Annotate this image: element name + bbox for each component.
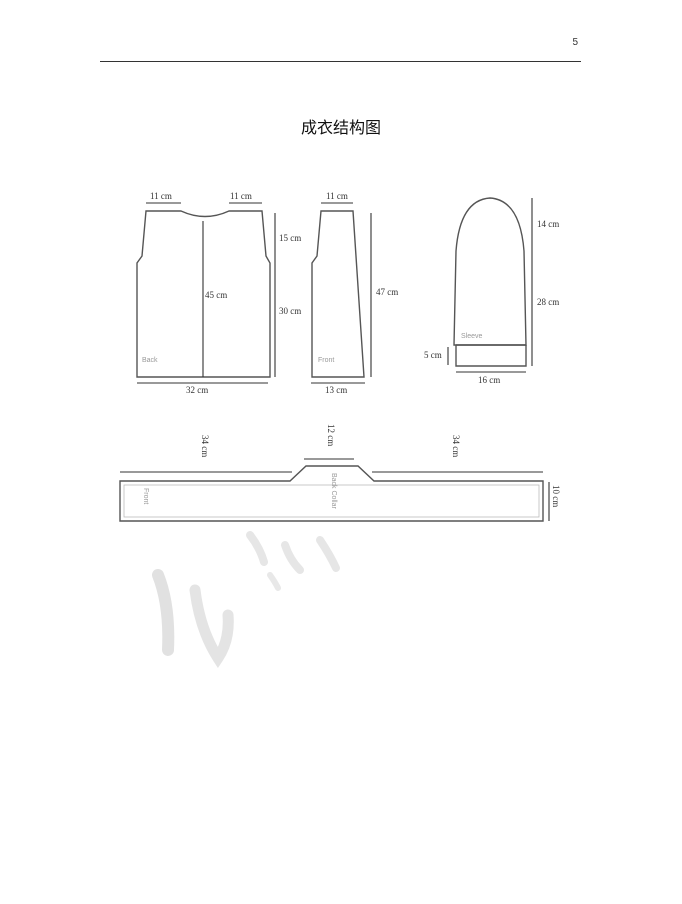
- sleeve-outline: [453, 197, 527, 346]
- sleeve-length-label: 28 cm: [537, 297, 559, 307]
- back-side-label: 30 cm: [279, 306, 301, 316]
- header-rule: [100, 61, 581, 62]
- front-width-label: 13 cm: [325, 385, 347, 395]
- sleeve-cuff-label: 5 cm: [424, 350, 442, 360]
- band-outline: [119, 465, 544, 522]
- sleeve-cap-label: 14 cm: [537, 219, 559, 229]
- page-number: 5: [572, 37, 578, 48]
- back-width-label: 32 cm: [186, 385, 208, 395]
- sleeve-width-label: 16 cm: [478, 375, 500, 385]
- band-piece: 34 cm 12 cm 34 cm 10 cm Front Back Colla…: [119, 424, 561, 522]
- front-outline: [311, 210, 365, 378]
- calligraphy-watermark: [152, 531, 340, 669]
- front-piece: 11 cm 47 cm 13 cm Front: [311, 191, 398, 395]
- back-piece: 11 cm 11 cm 15 cm 30 cm 45 cm 32 cm Back: [136, 191, 301, 395]
- back-length-label: 45 cm: [205, 290, 227, 300]
- page-title: 成衣结构图: [300, 118, 381, 137]
- sleeve-cuff: [455, 345, 527, 367]
- band-front-label: Front: [142, 488, 149, 504]
- band-right-length-label: 34 cm: [451, 435, 461, 457]
- sleeve-piece: 14 cm 28 cm 5 cm 16 cm Sleeve: [424, 197, 559, 385]
- back-piece-label: Back: [142, 357, 158, 364]
- sleeve-piece-label: Sleeve: [461, 333, 483, 340]
- back-outline: [136, 210, 271, 378]
- band-inner-outline: [123, 484, 540, 518]
- back-armhole-label: 15 cm: [279, 233, 301, 243]
- front-shoulder-label: 11 cm: [326, 191, 348, 201]
- band-left-length-label: 34 cm: [200, 435, 210, 457]
- band-center-length-label: 12 cm: [326, 424, 336, 446]
- band-back-collar-label: Back Collar: [330, 473, 337, 509]
- back-shoulder-right-label: 11 cm: [230, 191, 252, 201]
- front-length-label: 47 cm: [376, 287, 398, 297]
- back-shoulder-left-label: 11 cm: [150, 191, 172, 201]
- band-height-label: 10 cm: [551, 485, 561, 507]
- front-piece-label: Front: [318, 357, 334, 364]
